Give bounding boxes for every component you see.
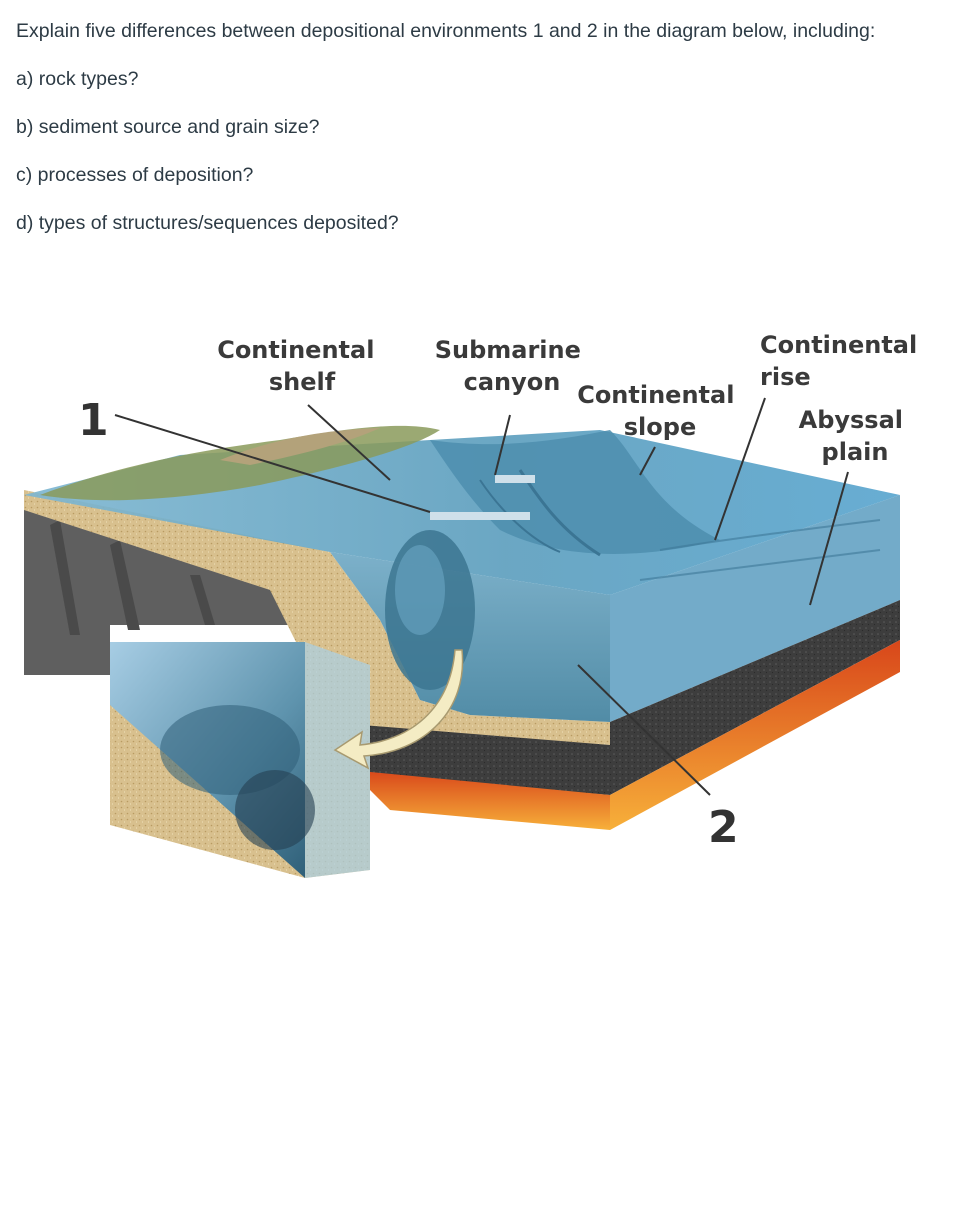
label-continental-shelf: Continental shelf [217,336,383,396]
right-side-water [610,495,900,722]
label-submarine-canyon: Submarine canyon [435,336,590,396]
mantle-layer [350,770,610,830]
question-part-d: d) types of structures/sequences deposit… [16,212,399,234]
marker-environment-2: 2 [708,802,739,853]
block-body [24,425,900,830]
marker-environment-1: 1 [78,395,109,446]
slope-relief [430,430,720,554]
question-part-c: c) processes of deposition? [16,164,254,186]
ocean-floor-diagram: Continental shelf Submarine canyon Conti… [24,331,926,878]
inset-block [110,642,370,878]
label-continental-rise: Continental rise [760,331,926,391]
shelf-sediment-front [24,490,610,745]
label-continental-slope: Continental slope [577,381,743,441]
question-prompt: Explain five differences between deposit… [16,20,876,42]
bedrock-face [24,505,300,675]
right-side-mantle [610,640,900,830]
inset-arrow [333,649,464,770]
question-part-b: b) sediment source and grain size? [16,116,320,138]
question-part-a: a) rock types? [16,68,139,90]
label-abyssal-plain: Abyssal plain [799,406,912,466]
leader-lines [114,397,849,796]
right-side-crust [610,600,900,795]
